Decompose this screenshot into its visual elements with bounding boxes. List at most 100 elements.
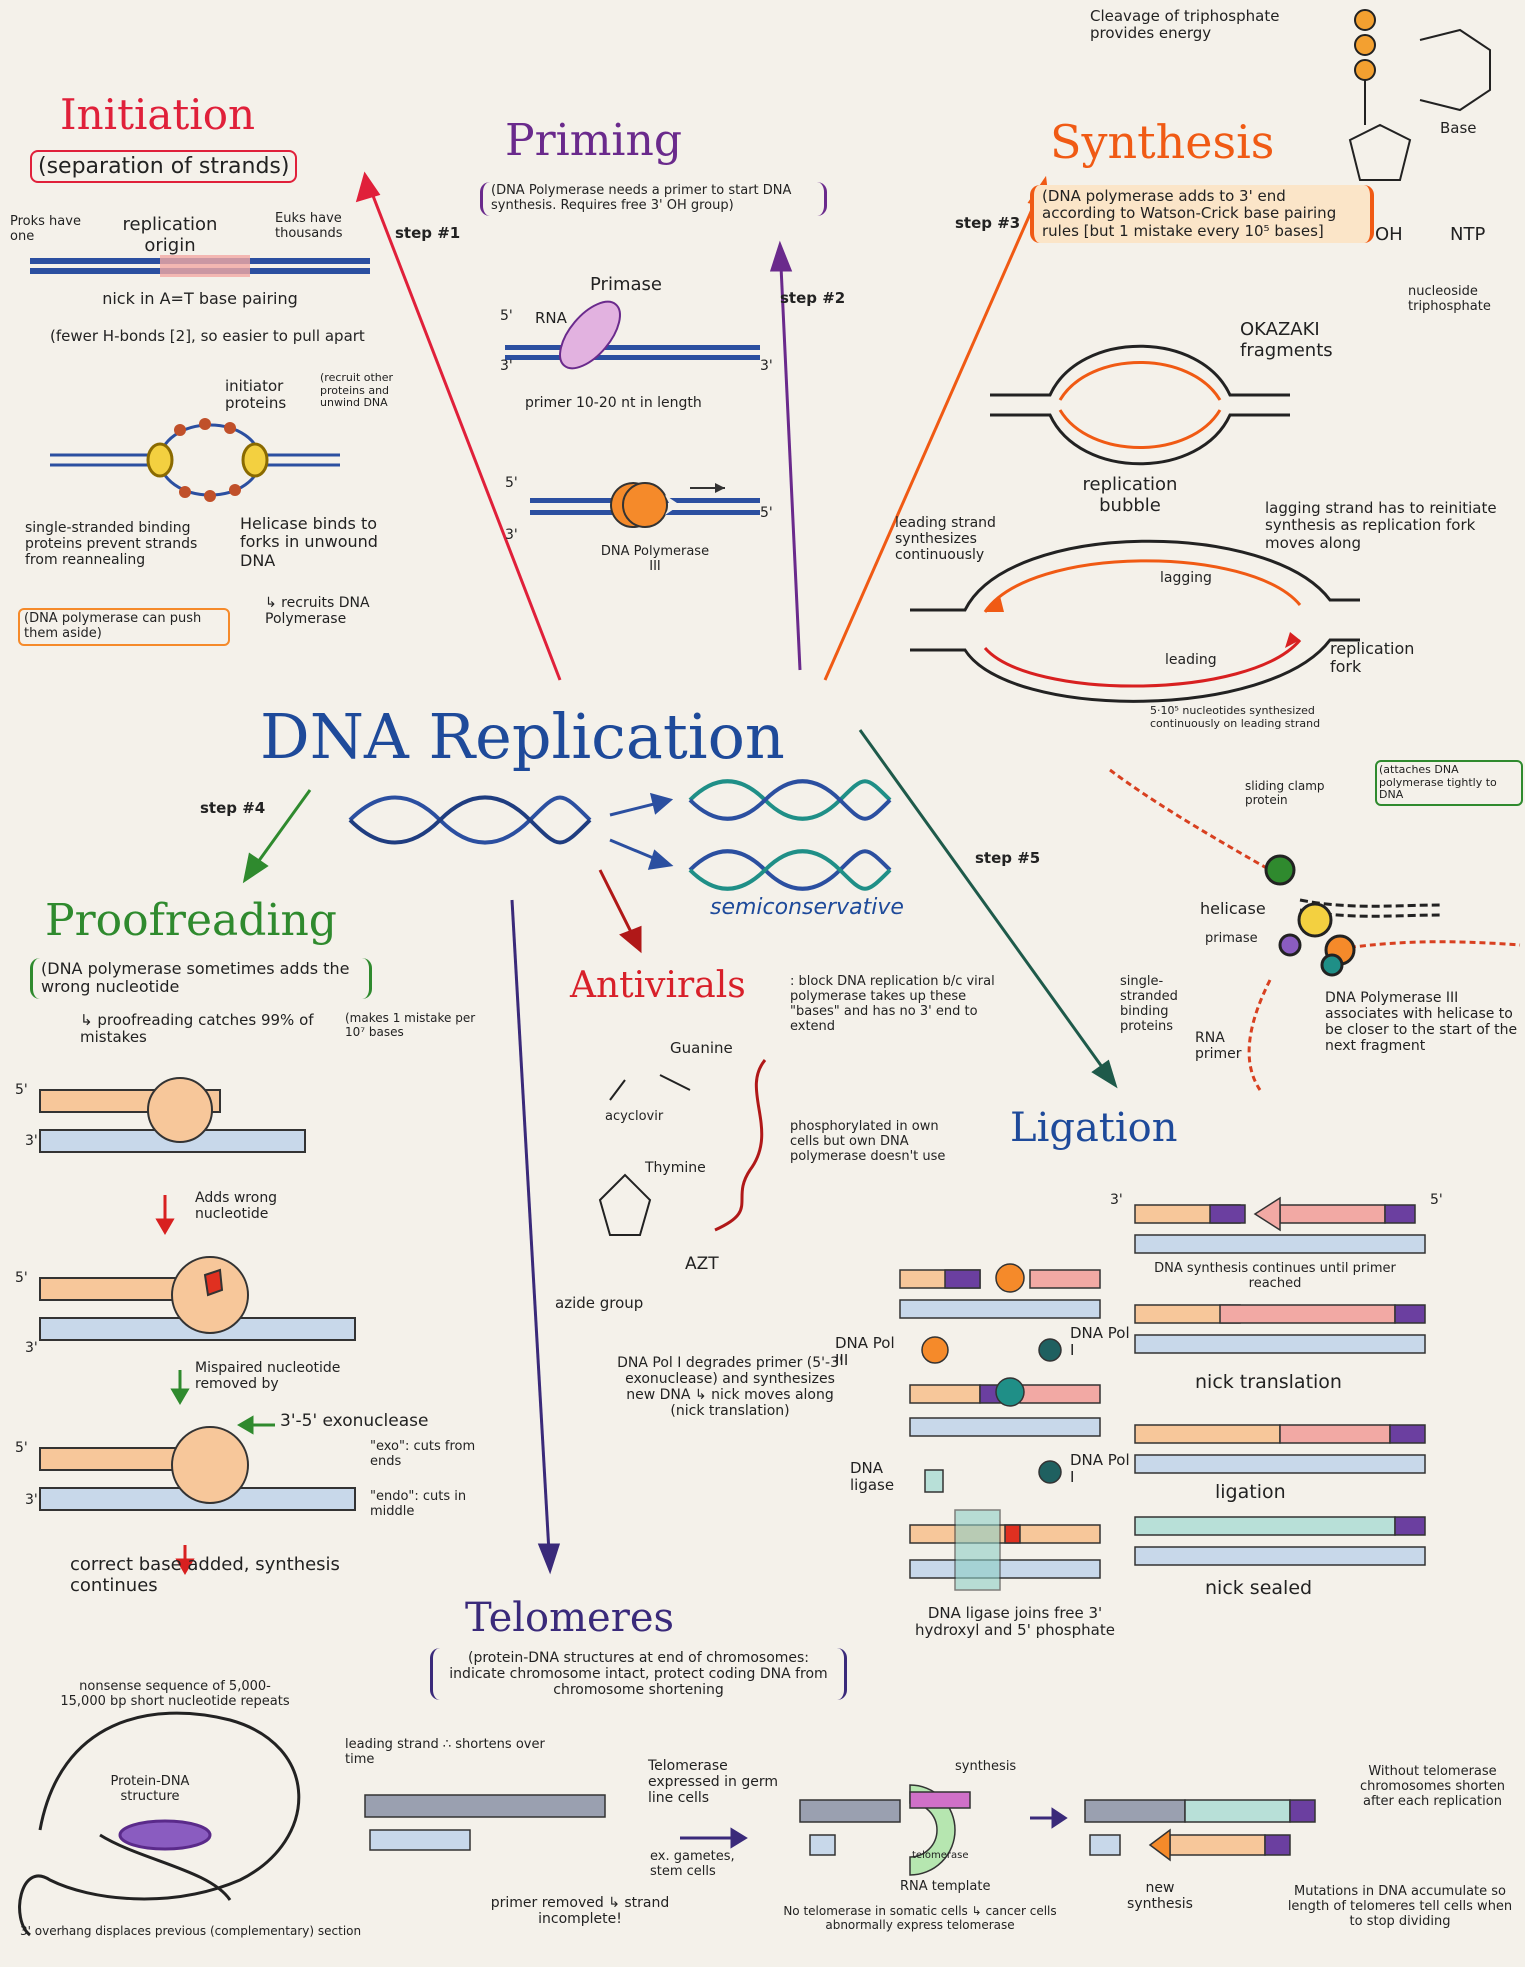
endo-definition: "endo": cuts in middle	[370, 1489, 467, 1519]
primase-label-replisome: primase	[1205, 931, 1258, 946]
priming2-3prime: 3'	[505, 527, 518, 543]
lig-5prime: 5'	[1430, 1192, 1443, 1208]
lagging-note: lagging strand has to reinitiate synthes…	[1265, 499, 1497, 552]
step-5-label: step #5	[975, 849, 1041, 867]
azt-label: AZT	[685, 1254, 719, 1274]
telomerase-expressed-note: Telomerase expressed in germ line cells	[648, 1758, 778, 1807]
clamp-note: (attaches DNA polymerase tightly to DNA	[1375, 760, 1523, 806]
pol1-label: DNA Pol I	[1070, 1324, 1130, 1360]
bubble-label: replication bubble	[1082, 474, 1178, 516]
proof-templates	[39, 1077, 356, 1511]
okazaki-label: OKAZAKI fragments	[1240, 319, 1333, 361]
ntp-structure	[1348, 9, 1491, 181]
oh-label: OH	[1375, 224, 1403, 245]
proof1-3prime: 3'	[25, 1133, 38, 1149]
priming-title: Priming	[505, 115, 683, 166]
no-telomerase-note: No telomerase in somatic cells ↳ cancer …	[783, 1904, 1057, 1932]
ligase-label: DNA ligase	[850, 1459, 895, 1495]
semiconservative-label: semiconservative	[710, 895, 904, 920]
priming-strands	[505, 300, 760, 529]
proks-note: Proks have one	[10, 214, 81, 244]
thymine-label: Thymine	[645, 1160, 706, 1176]
pol3-note: DNA Polymerase III associates with helic…	[1325, 990, 1518, 1055]
protein-dna-label: Protein-DNA structure	[110, 1774, 190, 1804]
large-fork	[910, 539, 1360, 703]
proofreading-note: (DNA polymerase sometimes adds the wrong…	[30, 958, 372, 999]
rna-label: RNA	[535, 309, 567, 327]
acyclovir-label: acyclovir	[605, 1109, 664, 1124]
examples-note: ex. gametes, stem cells	[650, 1849, 735, 1879]
overhang-note: 3' overhang displaces previous (compleme…	[20, 1924, 362, 1938]
ligation-title: Ligation	[1010, 1105, 1178, 1151]
telomere-loop	[18, 1711, 301, 1937]
pol3-label: DNA Pol III	[835, 1334, 895, 1370]
telomerase-label: telomerase	[912, 1850, 969, 1861]
arrow-to-ligation	[858, 729, 1117, 1086]
replisome	[1109, 768, 1521, 1091]
telomere-bars	[364, 1784, 1316, 1876]
exonuclease-label: 3'-5' exonuclease	[280, 1411, 429, 1431]
okazaki-bubble	[990, 344, 1290, 466]
antivirals-title: Antivirals	[570, 965, 746, 1006]
ligation-bars	[899, 1196, 1426, 1591]
phosphorylated-note: phosphorylated in own cells but own DNA …	[790, 1119, 946, 1164]
primer-removed-note: primer removed ↳ strand incomplete!	[490, 1895, 670, 1928]
telomeres-note: (protein-DNA structures at end of chromo…	[430, 1648, 847, 1701]
fork-label: replication fork	[1330, 639, 1415, 677]
rna-template-label: RNA template	[900, 1879, 991, 1894]
pol1-label-2: DNA Pol I	[1070, 1451, 1130, 1487]
primer-length-note: primer 10-20 nt in length	[525, 395, 702, 411]
priming-5prime: 5'	[500, 308, 513, 324]
origin-label: replication origin	[122, 214, 218, 256]
step-1-label: step #1	[395, 224, 461, 242]
nick-note: nick in A=T base pairing	[102, 289, 298, 308]
proof2-3prime: 3'	[25, 1340, 38, 1356]
priming2-5prime-right: 5'	[760, 505, 773, 521]
leading-strand-note: leading strand ∴ shortens over time	[345, 1737, 545, 1767]
proofreading-title: Proofreading	[45, 895, 337, 946]
ligase-note: DNA ligase joins free 3' hydroxyl and 5'…	[915, 1604, 1115, 1640]
synthesis-title: Synthesis	[1050, 115, 1275, 169]
origin-strands	[30, 255, 370, 277]
proof3-3prime: 3'	[25, 1492, 38, 1508]
azide-label: azide group	[555, 1294, 644, 1312]
proof1-5prime: 5'	[15, 1082, 28, 1098]
daughter-helix-1	[688, 779, 892, 821]
proof3-5prime: 5'	[15, 1440, 28, 1456]
helicase-note: Helicase binds to forks in unwound DNA	[240, 514, 378, 570]
initiation-title: Initiation	[60, 90, 256, 139]
priming2-5prime: 5'	[505, 475, 518, 491]
nick-translation-label: nick translation	[1195, 1371, 1342, 1393]
priming-3prime: 3'	[500, 358, 513, 374]
arrow-to-synthesis	[823, 179, 1047, 681]
cleavage-note: Cleavage of triphosphate provides energy	[1090, 7, 1280, 43]
step-4-label: step #4	[200, 799, 266, 817]
base-label: Base	[1440, 119, 1477, 137]
leading-note: leading strand synthesizes continuously	[895, 515, 996, 564]
antiviral-structures	[598, 1059, 767, 1236]
lagging-label: lagging	[1160, 570, 1212, 586]
leading-label: leading	[1165, 652, 1217, 668]
adds-wrong-note: Adds wrong nucleotide	[195, 1190, 278, 1223]
main-title: DNA Replication	[260, 700, 785, 773]
pol1-note: DNA Pol I degrades primer (5'-3' exonucl…	[617, 1355, 843, 1420]
ssb-note: single-stranded binding proteins prevent…	[25, 520, 198, 569]
arrow-to-priming	[778, 244, 802, 671]
nonsense-note: nonsense sequence of 5,000-15,000 bp sho…	[60, 1679, 290, 1709]
priming-3prime-right: 3'	[760, 358, 773, 374]
arrow-to-initiation	[363, 174, 562, 681]
priming-note: (DNA Polymerase needs a primer to start …	[480, 182, 827, 216]
initiation-bubble	[50, 418, 340, 502]
mutations-note: Mutations in DNA accumulate so length of…	[1287, 1884, 1513, 1929]
telomeres-title: Telomeres	[465, 1595, 675, 1641]
arrow-to-telomeres	[510, 899, 552, 1571]
continues-note: DNA synthesis continues until primer rea…	[1154, 1261, 1396, 1291]
initiation-subtitle: (separation of strands)	[30, 150, 298, 184]
helicase-label: helicase	[1200, 899, 1266, 918]
fewer-hbonds-note: (fewer H-bonds [2], so easier to pull ap…	[50, 327, 365, 345]
mistake-rate-note: (makes 1 mistake per 10⁷ bases	[345, 1011, 476, 1039]
recruit-note: (recruit other proteins and unwind DNA	[320, 371, 394, 410]
ligation-step-label: ligation	[1215, 1481, 1286, 1503]
daughter-helix-2	[688, 849, 892, 891]
